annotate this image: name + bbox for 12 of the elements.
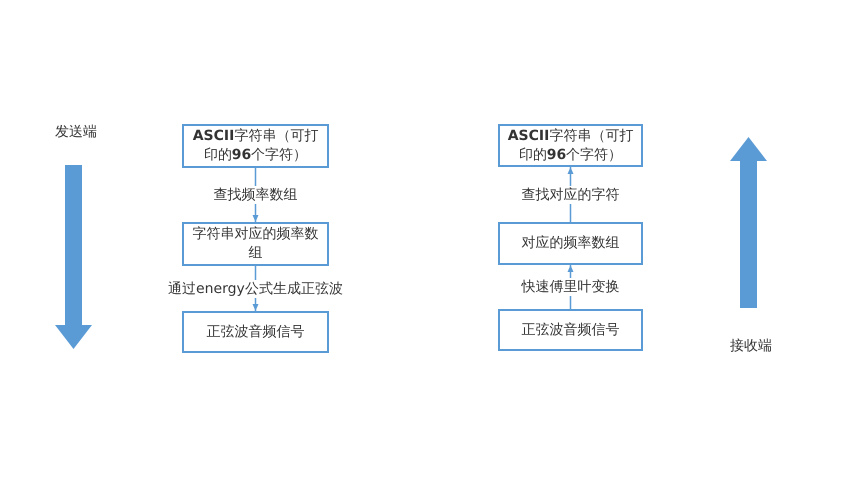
process-box: 正弦波音频信号 <box>182 311 329 353</box>
edge-label: 查找频率数组 <box>212 186 300 204</box>
edge-label: 通过energy公式生成正弦波 <box>166 280 345 298</box>
side-label: 发送端 <box>53 123 99 141</box>
process-box: 正弦波音频信号 <box>498 309 643 351</box>
edge-label: 查找对应的字符 <box>520 186 622 204</box>
process-box: ASCII字符串（可打印的96个字符） <box>182 124 329 168</box>
side-label: 接收端 <box>728 337 774 355</box>
process-box: 字符串对应的频率数组 <box>182 222 329 266</box>
edge-label: 快速傅里叶变换 <box>520 278 622 296</box>
process-box: ASCII字符串（可打印的96个字符） <box>498 124 643 167</box>
process-box: 对应的频率数组 <box>498 222 643 265</box>
